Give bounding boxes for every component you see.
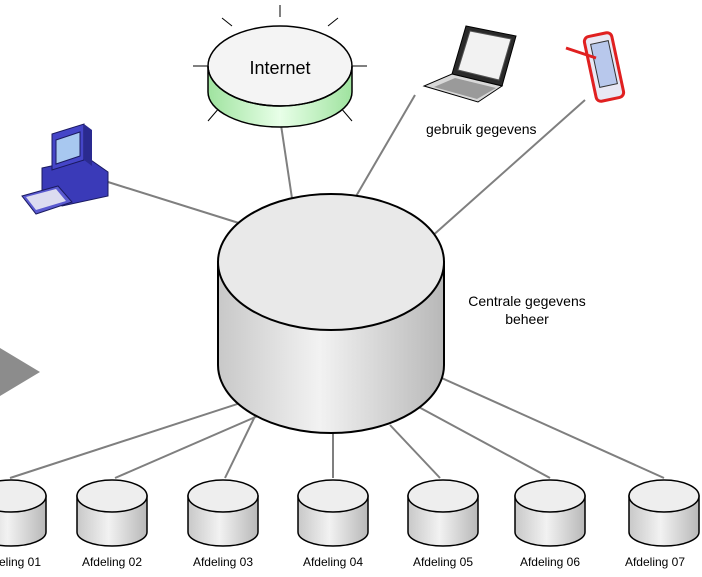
central-label-line-2: beheer [505,311,549,327]
dept-label-04: Afdeling 04 [302,555,364,569]
dept-cylinder-02 [76,479,148,547]
dept-label-05: Afdeling 05 [412,555,474,569]
desktop-computer-icon [21,123,109,215]
dept-cylinder-04 [297,479,369,547]
dept-label-01: Afdeling 01 [0,555,42,569]
internet-cloud [207,25,353,128]
central-label-line-1: Centrale gegevens [468,293,586,309]
dept-cylinder-07 [628,479,700,547]
connectors [9,94,665,479]
laptop-icon [422,25,517,103]
connector-pda [429,99,586,239]
dept-label-03: Afdeling 03 [192,555,254,569]
central-database [217,193,445,434]
dept-cylinder-05 [407,479,479,547]
dept-cylinder-06 [514,479,586,547]
connector-desktop [107,181,243,225]
dept-cylinder-03 [187,479,259,547]
laptop-usage-label: gebruik gegevens [426,121,537,137]
dept-cylinder-01 [0,479,47,547]
connector-dept-03 [224,409,259,479]
connector-internet [280,124,294,206]
dept-label-02: Afdeling 02 [81,555,143,569]
department-databases [0,479,700,547]
internet-label: Internet [249,58,311,78]
central-database-label: Centrale gegevens beheer [452,292,602,328]
connector-dept-07 [434,374,665,479]
connector-dept-06 [414,404,551,479]
connector-laptop [354,94,416,199]
connector-dept-05 [389,424,441,479]
connector-dept-01 [9,394,266,479]
arrow-icon [0,348,40,396]
pda-icon [565,31,626,103]
dept-label-06: Afdeling 06 [519,555,581,569]
dept-label-07: Afdeling 07 [624,555,686,569]
